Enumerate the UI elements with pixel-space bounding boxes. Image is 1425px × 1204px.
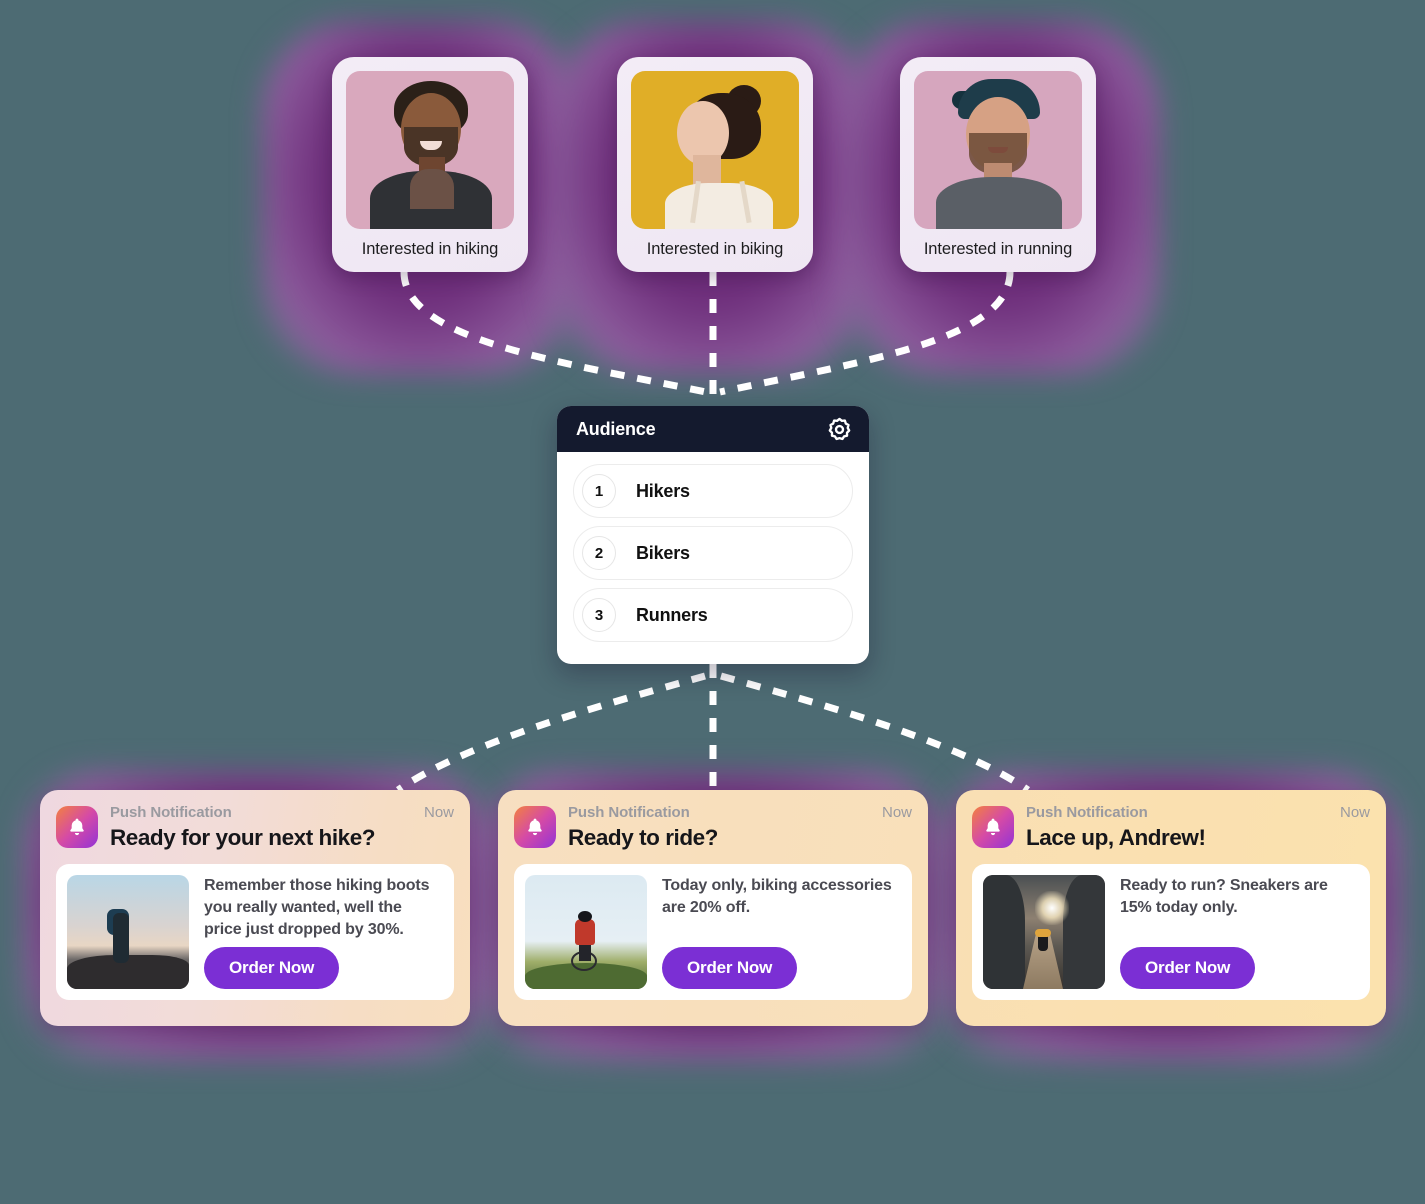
connector-persona1-to-audience xyxy=(400,271,707,396)
audience-segment-row[interactable]: 1 Hikers xyxy=(573,464,853,518)
persona-card-running[interactable]: Interested in running xyxy=(900,57,1096,272)
audience-segment-row[interactable]: 2 Bikers xyxy=(573,526,853,580)
notification-thumbnail xyxy=(525,875,647,989)
notification-title: Ready for your next hike? xyxy=(110,825,376,850)
notification-title: Lace up, Andrew! xyxy=(1026,825,1206,850)
connector-audience-to-notification3 xyxy=(720,672,1030,793)
audience-segment-list: 1 Hikers 2 Bikers 3 Runners xyxy=(557,452,869,664)
persona-caption: Interested in running xyxy=(923,240,1073,258)
notification-body: Ready to run? Sneakers are 15% today onl… xyxy=(972,864,1370,1000)
notification-thumbnail xyxy=(983,875,1105,989)
notification-message: Today only, biking accessories are 20% o… xyxy=(662,877,892,917)
segment-number: 1 xyxy=(582,474,616,508)
order-now-button[interactable]: Order Now xyxy=(662,947,798,989)
gear-icon[interactable] xyxy=(826,416,853,443)
notification-header: Push Notification Now Ready to ride? xyxy=(514,804,912,851)
notification-time: Now xyxy=(881,804,912,821)
notification-body: Remember those hiking boots you really w… xyxy=(56,864,454,1000)
notification-time: Now xyxy=(423,804,454,821)
order-now-button[interactable]: Order Now xyxy=(1120,947,1256,989)
persona-caption: Interested in hiking xyxy=(361,240,499,258)
notification-header: Push Notification Now Lace up, Andrew! xyxy=(972,804,1370,851)
bell-icon xyxy=(972,806,1014,848)
push-notification-card-running: Push Notification Now Lace up, Andrew! R… xyxy=(956,790,1386,1026)
notification-kicker: Push Notification xyxy=(110,804,232,821)
connector-audience-to-notification1 xyxy=(396,672,706,793)
persona-photo-running xyxy=(914,71,1082,229)
notification-thumbnail xyxy=(67,875,189,989)
segment-number: 2 xyxy=(582,536,616,570)
persona-card-hiking[interactable]: Interested in hiking xyxy=(332,57,528,272)
persona-photo-biking xyxy=(631,71,799,229)
notification-body: Today only, biking accessories are 20% o… xyxy=(514,864,912,1000)
audience-segment-row[interactable]: 3 Runners xyxy=(573,588,853,642)
segment-label: Bikers xyxy=(636,542,690,563)
bell-icon xyxy=(514,806,556,848)
notification-time: Now xyxy=(1339,804,1370,821)
push-notification-card-hiking: Push Notification Now Ready for your nex… xyxy=(40,790,470,1026)
audience-card: Audience 1 Hikers 2 Bikers 3 Runners xyxy=(557,406,869,664)
notification-kicker: Push Notification xyxy=(568,804,690,821)
notification-message: Ready to run? Sneakers are 15% today onl… xyxy=(1120,877,1328,917)
segment-label: Hikers xyxy=(636,480,690,501)
persona-photo-hiking xyxy=(346,71,514,229)
notification-header: Push Notification Now Ready for your nex… xyxy=(56,804,454,851)
bell-icon xyxy=(56,806,98,848)
persona-caption: Interested in biking xyxy=(646,240,784,258)
persona-card-biking[interactable]: Interested in biking xyxy=(617,57,813,272)
audience-title: Audience xyxy=(576,418,656,439)
notification-kicker: Push Notification xyxy=(1026,804,1148,821)
segment-number: 3 xyxy=(582,598,616,632)
connector-persona3-to-audience xyxy=(719,271,1014,396)
notification-message: Remember those hiking boots you really w… xyxy=(204,877,430,939)
push-notification-card-biking: Push Notification Now Ready to ride? Tod… xyxy=(498,790,928,1026)
notification-title: Ready to ride? xyxy=(568,825,718,850)
segment-label: Runners xyxy=(636,604,708,625)
order-now-button[interactable]: Order Now xyxy=(204,947,340,989)
audience-header: Audience xyxy=(557,406,869,452)
